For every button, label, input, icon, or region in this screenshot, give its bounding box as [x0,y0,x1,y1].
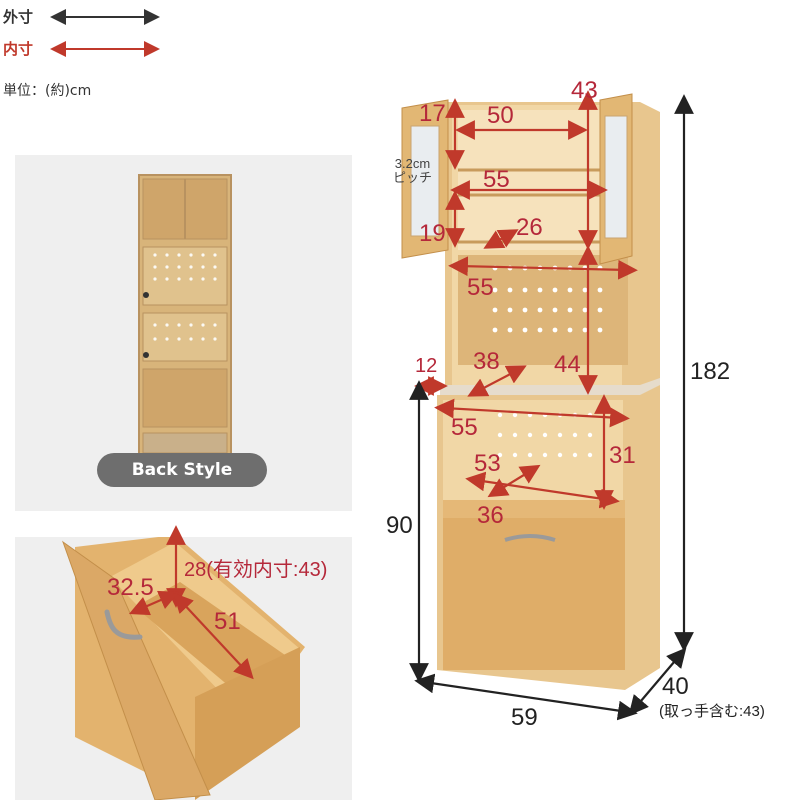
dim-label-59: 59 [511,704,538,731]
dim-label-38: 38 [473,348,500,375]
dim-label-44: 44 [554,351,581,378]
dim-label-26: 26 [516,214,543,241]
dim-label-drawer-51: 51 [214,608,241,635]
dim-label-31: 31 [609,442,636,469]
dim-label-53: 53 [474,450,501,477]
dim-label-drawer-28: 28(有効内寸:43) [184,559,328,581]
dim-label-55-top: 55 [483,166,510,193]
back-style-panel: Back Style [15,155,352,511]
dim-label-19: 19 [419,220,446,247]
dim-label-55-low: 55 [451,414,478,441]
dim-label-182: 182 [690,358,731,385]
dim-label-90: 90 [386,512,413,539]
dim-arrow-drawer-32-5 [128,590,180,616]
dim-arrow-26 [483,229,519,249]
legend-inner-label: 内寸 [3,40,34,58]
dim-arrow-36 [487,464,541,498]
dim-label-50: 50 [487,102,514,129]
dim-label-drawer-32-5: 32.5 [107,574,154,601]
dim-label-55-mid: 55 [467,274,494,301]
dim-label-43: 43 [571,77,598,104]
cabinet-back-illustration [138,174,232,458]
legend-outer-label: 外寸 [3,8,34,26]
dim-label-40: 40 [662,673,689,700]
dim-arrow-55-low [434,398,630,428]
dim-label-12: 12 [415,355,438,377]
dim-arrow-59 [414,673,638,721]
dim-label-36: 36 [477,502,504,529]
dim-arrow-55-mid [448,256,638,280]
depth-note: (取っ手含む:43) [659,703,765,720]
unit-label: 単位：(約)cm [3,83,92,99]
back-style-badge: Back Style [97,453,267,487]
dim-arrow-40 [628,647,687,716]
pitch-note: 3.2cm ピッチ [393,156,433,185]
dim-arrow-drawer-51 [173,592,254,680]
dim-arrow-38 [467,365,527,397]
dim-label-17: 17 [419,100,446,127]
